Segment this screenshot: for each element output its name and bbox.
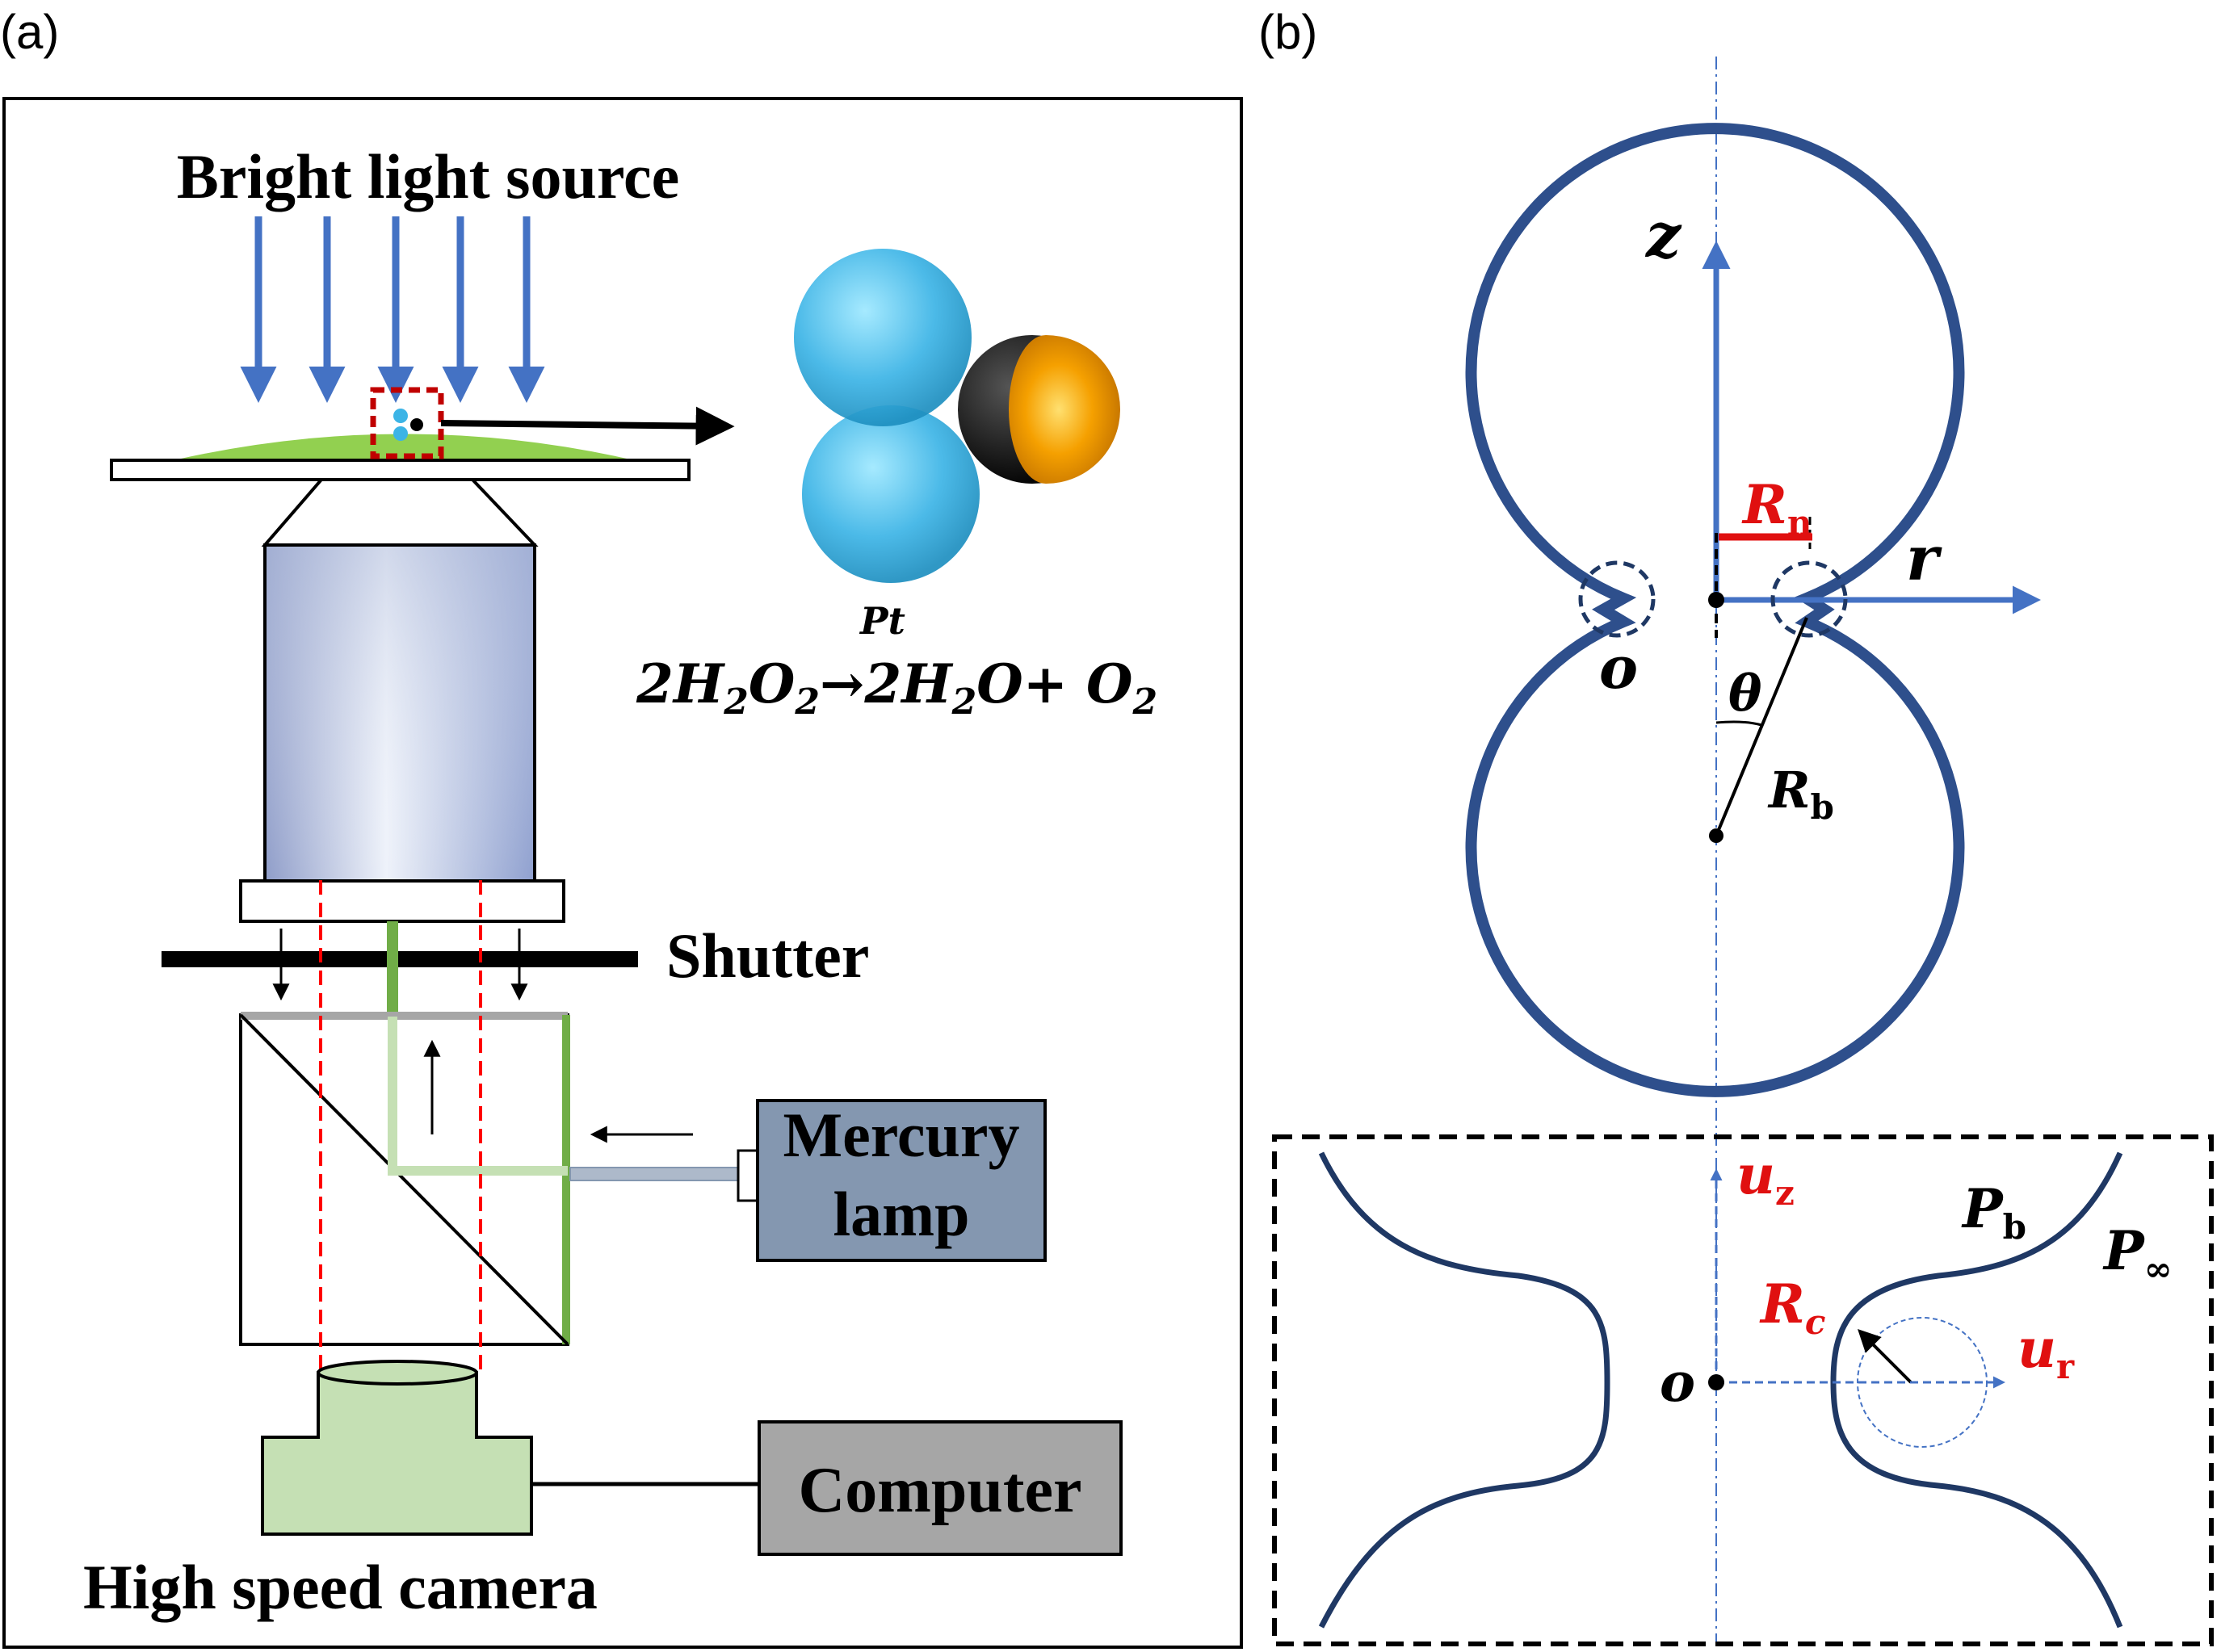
- camera-body: [261, 1371, 533, 1536]
- mercury-lamp-label-1: Mercury: [783, 1100, 1019, 1170]
- theta-arc: [1715, 720, 1762, 727]
- inset-origin-dot: [1708, 1374, 1724, 1390]
- svg-text:2H2O2→2H2O+ O2: 2H2O2→2H2O+ O2: [636, 652, 1157, 723]
- curvature-circle: [1857, 1317, 1988, 1448]
- camera-label: High speed camera: [83, 1552, 598, 1622]
- blue-sphere-top: [794, 249, 972, 426]
- lamp-connector: [737, 1149, 759, 1202]
- light-source-label: Bright light source: [177, 141, 680, 212]
- panel-a-label: (a): [0, 5, 59, 59]
- uz-label: uz: [1736, 1143, 1795, 1213]
- bubble-outline: [1465, 123, 1965, 1097]
- computer-box: [758, 1420, 1123, 1556]
- objective-neck: [261, 478, 539, 547]
- filter-cube-side: [562, 1015, 570, 1344]
- rb-label: Rb: [1767, 761, 1834, 827]
- inset-origin-label: o: [1660, 1351, 1695, 1414]
- r-axis-label: r: [1906, 522, 1942, 594]
- blue-sphere-bottom: [802, 405, 980, 583]
- mercury-lamp-label-2: lamp: [833, 1179, 969, 1249]
- green-beam-vertical: [387, 921, 398, 1017]
- catalyst-label: Pt: [859, 599, 905, 643]
- shutter-label: Shutter: [666, 920, 869, 991]
- rb-line: [1715, 617, 1808, 836]
- excitation-path: [388, 1017, 568, 1176]
- neck-marker-right: [1770, 560, 1848, 638]
- rc-label: Rc: [1759, 1273, 1825, 1342]
- origin-dot: [1708, 592, 1724, 608]
- filter-cube-top: [241, 1012, 568, 1020]
- objective-highlight: [267, 547, 533, 879]
- light-rays: [240, 216, 545, 403]
- mini-sphere: [393, 426, 408, 441]
- rc-arrow: [1858, 1329, 1912, 1384]
- tube-ring: [239, 879, 565, 923]
- glass-slide: [110, 459, 691, 481]
- pinf-label: P∞: [2102, 1219, 2173, 1289]
- panel-b-label: (b): [1258, 5, 1317, 59]
- mini-sphere: [393, 409, 408, 423]
- mercury-lamp: [756, 1099, 1047, 1262]
- zoom-arrow: [440, 406, 735, 446]
- inset-frame: [1272, 1134, 2214, 1646]
- z-axis-label: z: [1644, 199, 1682, 271]
- theta-label: θ: [1728, 664, 1762, 723]
- imaging-path: [319, 880, 482, 1373]
- dichroic-mirror: [239, 1013, 569, 1346]
- rn-label: Rn: [1741, 473, 1812, 543]
- mini-janus: [410, 418, 423, 431]
- droplet: [174, 434, 634, 460]
- zoom-region: [370, 387, 444, 459]
- computer-label: Computer: [798, 1455, 1081, 1526]
- ur-label: ur: [2017, 1317, 2075, 1386]
- pb-label: Pb: [1961, 1177, 2026, 1247]
- platinum-cap: [1009, 335, 1120, 484]
- panel-a-frame: [2, 97, 1243, 1649]
- lamp-light-guide: [569, 1167, 739, 1181]
- reaction-equation: Pt 2H2O2→2H2O+ O2: [636, 599, 1157, 723]
- shutter-bar: [162, 951, 638, 967]
- origin-label: o: [1599, 633, 1638, 702]
- camera-lens-top: [317, 1360, 478, 1386]
- neck-marker-left: [1578, 560, 1656, 638]
